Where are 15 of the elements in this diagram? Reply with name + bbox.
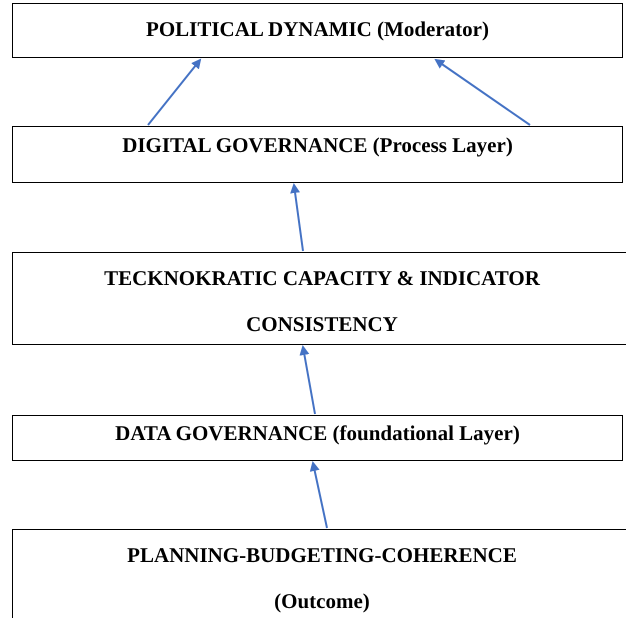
process-box <box>12 252 626 345</box>
arrow <box>300 345 316 414</box>
process-box <box>12 126 623 183</box>
box-label: PLANNING-BUDGETING-COHERENCE (Outcome) <box>126 542 518 615</box>
arrow <box>290 183 304 252</box>
process-box <box>12 415 623 461</box>
process-box <box>12 529 626 618</box>
arrow <box>434 58 531 126</box>
box-label: DATA GOVERNANCE (foundational Layer) <box>115 420 520 447</box>
box-label: POLITICAL DYNAMIC (Moderator) <box>146 16 489 43</box>
arrow <box>147 58 202 126</box>
box-label: DIGITAL GOVERNANCE (Process Layer) <box>122 132 513 159</box>
process-box <box>12 3 623 58</box>
box-label: TECKNOKRATIC CAPACITY & INDICATOR CONSISTENCY <box>103 265 542 338</box>
arrow <box>310 461 328 528</box>
